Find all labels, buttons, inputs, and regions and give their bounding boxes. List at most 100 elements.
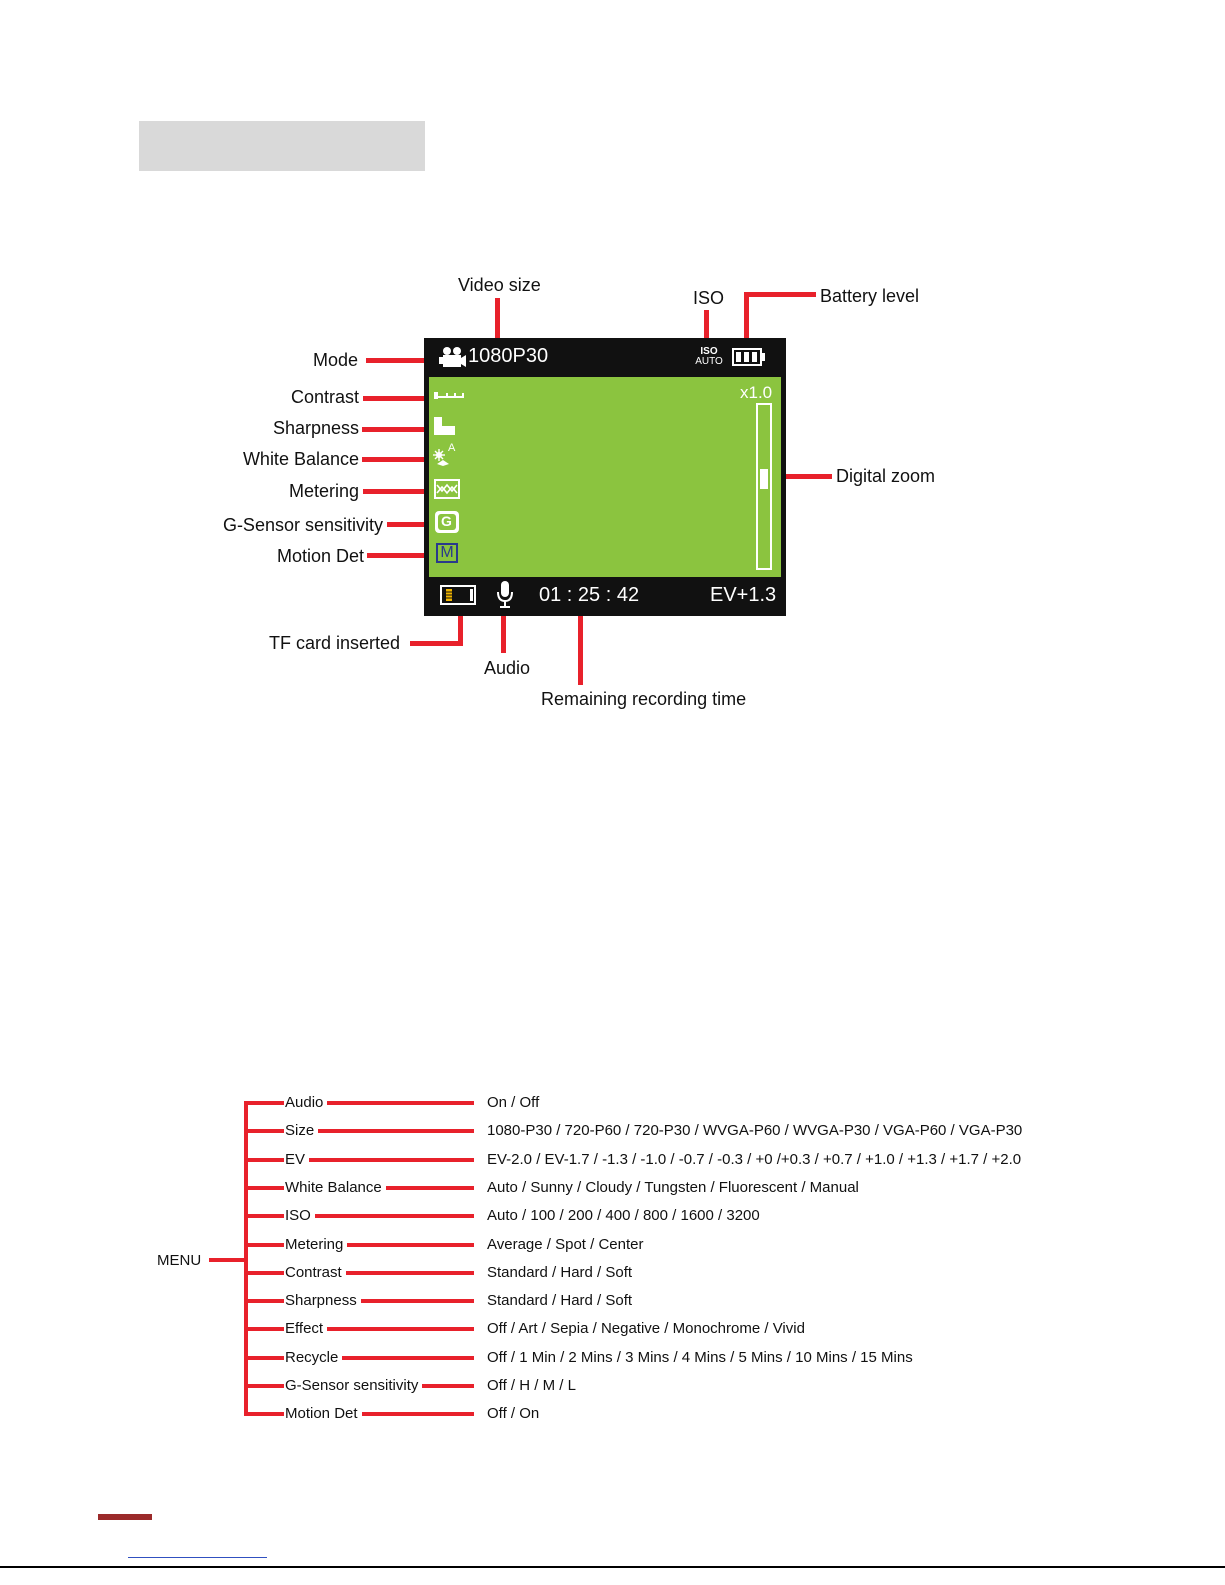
g-sensor-letter: G <box>441 513 452 529</box>
callout-sharpness: Sharpness <box>272 418 359 438</box>
callout-mode: Mode <box>312 350 358 370</box>
menu-branch-line <box>244 1186 284 1190</box>
menu-branch-line <box>244 1299 284 1303</box>
motion-det-icon: M <box>436 543 458 563</box>
microphone-icon <box>497 581 513 608</box>
menu-branch-line <box>244 1129 284 1133</box>
menu-item-label: ISO <box>285 1207 311 1224</box>
callout-video-size: Video size <box>458 275 541 295</box>
iso-icon: ISO AUTO <box>694 347 724 367</box>
leader-motion-det <box>367 553 435 558</box>
menu-branch-line <box>244 1327 284 1331</box>
menu-item-label: G-Sensor sensitivity <box>285 1377 419 1394</box>
video-camera-icon <box>439 347 466 367</box>
menu-leader-line <box>309 1158 474 1162</box>
menu-leader-line <box>362 1412 474 1416</box>
leader-tf-card-v <box>458 610 463 646</box>
page-bottom-rule <box>0 1566 1225 1568</box>
menu-item-options: Off / Art / Sepia / Negative / Monochrom… <box>487 1320 805 1337</box>
video-size-value: 1080P30 <box>468 345 549 367</box>
menu-trunk-line <box>244 1101 248 1416</box>
lcd-preview-area <box>429 377 781 577</box>
menu-item-options: Standard / Hard / Soft <box>487 1292 633 1309</box>
zoom-value: x1.0 <box>740 383 773 402</box>
menu-leader-line <box>318 1129 474 1133</box>
contrast-icon <box>434 392 464 399</box>
menu-branch-line <box>244 1158 284 1162</box>
menu-leader-line <box>361 1299 474 1303</box>
battery-icon <box>732 348 762 366</box>
leader-digital-zoom <box>776 474 832 479</box>
menu-leader-line <box>386 1186 474 1190</box>
menu-item-label: Sharpness <box>285 1292 357 1309</box>
leader-iso <box>704 310 709 346</box>
menu-leader-line <box>346 1271 474 1275</box>
leader-tf-card-h <box>410 641 463 646</box>
menu-branch-line <box>244 1356 284 1360</box>
menu-item-label: Audio <box>285 1094 324 1111</box>
menu-root-connector <box>209 1258 247 1262</box>
menu-branch-line <box>244 1243 284 1247</box>
menu-leader-line <box>327 1327 474 1331</box>
menu-root-label: MENU <box>157 1252 202 1269</box>
leader-white-balance <box>362 457 435 462</box>
menu-leader-line <box>327 1101 474 1105</box>
leader-mode <box>366 358 438 363</box>
leader-audio <box>501 610 506 653</box>
callout-g-sensor: G-Sensor sensitivity <box>222 515 383 535</box>
menu-leader-line <box>347 1243 474 1247</box>
callout-metering: Metering <box>288 481 359 501</box>
callout-audio: Audio <box>484 658 531 678</box>
menu-leader-line <box>315 1214 474 1218</box>
callout-digital-zoom: Digital zoom <box>836 466 936 486</box>
callout-white-balance: White Balance <box>242 449 359 469</box>
menu-item-options: Auto / Sunny / Cloudy / Tungsten / Fluor… <box>487 1179 859 1196</box>
leader-sharpness <box>362 427 435 432</box>
sharpness-icon <box>434 417 455 435</box>
menu-item-options: Off / On <box>487 1405 540 1422</box>
menu-item-options: Average / Spot / Center <box>487 1236 644 1253</box>
menu-item-label: EV <box>285 1151 306 1168</box>
section-header-bar <box>139 121 425 171</box>
battery-tip <box>762 353 765 361</box>
menu-item-label: Size <box>285 1122 315 1139</box>
camera-lcd-screen: 1080P30 ISO AUTO A <box>424 338 786 616</box>
menu-item-options: Off / 1 Min / 2 Mins / 3 Mins / 4 Mins /… <box>487 1349 913 1366</box>
callout-iso: ISO <box>693 288 725 308</box>
menu-item-label: Motion Det <box>285 1405 358 1422</box>
menu-item-label: Contrast <box>285 1264 342 1281</box>
menu-item-options: 1080-P30 / 720-P60 / 720-P30 / WVGA-P60 … <box>487 1122 1023 1139</box>
footer-accent-bar <box>98 1514 152 1520</box>
menu-item-options: On / Off <box>487 1094 540 1111</box>
metering-icon <box>434 479 460 499</box>
menu-item-label: Metering <box>285 1236 344 1253</box>
menu-branch-line <box>244 1101 284 1105</box>
callout-contrast: Contrast <box>290 387 359 407</box>
battery-cell <box>744 352 749 362</box>
callout-motion-det: Motion Det <box>276 546 364 566</box>
menu-branch-line <box>244 1214 284 1218</box>
menu-leader-line <box>342 1356 474 1360</box>
menu-item-label: Recycle <box>285 1349 339 1366</box>
white-balance-letter: A <box>448 442 456 454</box>
menu-item-label: Effect <box>285 1320 324 1337</box>
leader-g-sensor <box>387 522 435 527</box>
menu-branch-line <box>244 1384 284 1388</box>
iso-icon-top: ISO <box>700 346 718 357</box>
leader-remaining-time <box>578 610 583 685</box>
digital-zoom-bar <box>756 403 772 570</box>
menu-item-options: Auto / 100 / 200 / 400 / 800 / 1600 / 32… <box>487 1207 760 1224</box>
menu-leader-line <box>422 1384 474 1388</box>
g-sensor-icon <box>435 511 459 533</box>
menu-branch-line <box>244 1271 284 1275</box>
iso-icon-bottom: AUTO <box>695 356 723 367</box>
menu-item-label: White Balance <box>285 1179 382 1196</box>
leader-metering <box>363 489 435 494</box>
leader-battery-h <box>744 292 816 297</box>
white-balance-icon <box>433 449 449 466</box>
footer-link-underline <box>128 1557 267 1558</box>
menu-item-options: EV-2.0 / EV-1.7 / -1.3 / -1.0 / -0.7 / -… <box>487 1151 1022 1168</box>
battery-cell <box>752 352 757 362</box>
leader-battery-v <box>744 292 749 344</box>
digital-zoom-level <box>760 469 768 489</box>
